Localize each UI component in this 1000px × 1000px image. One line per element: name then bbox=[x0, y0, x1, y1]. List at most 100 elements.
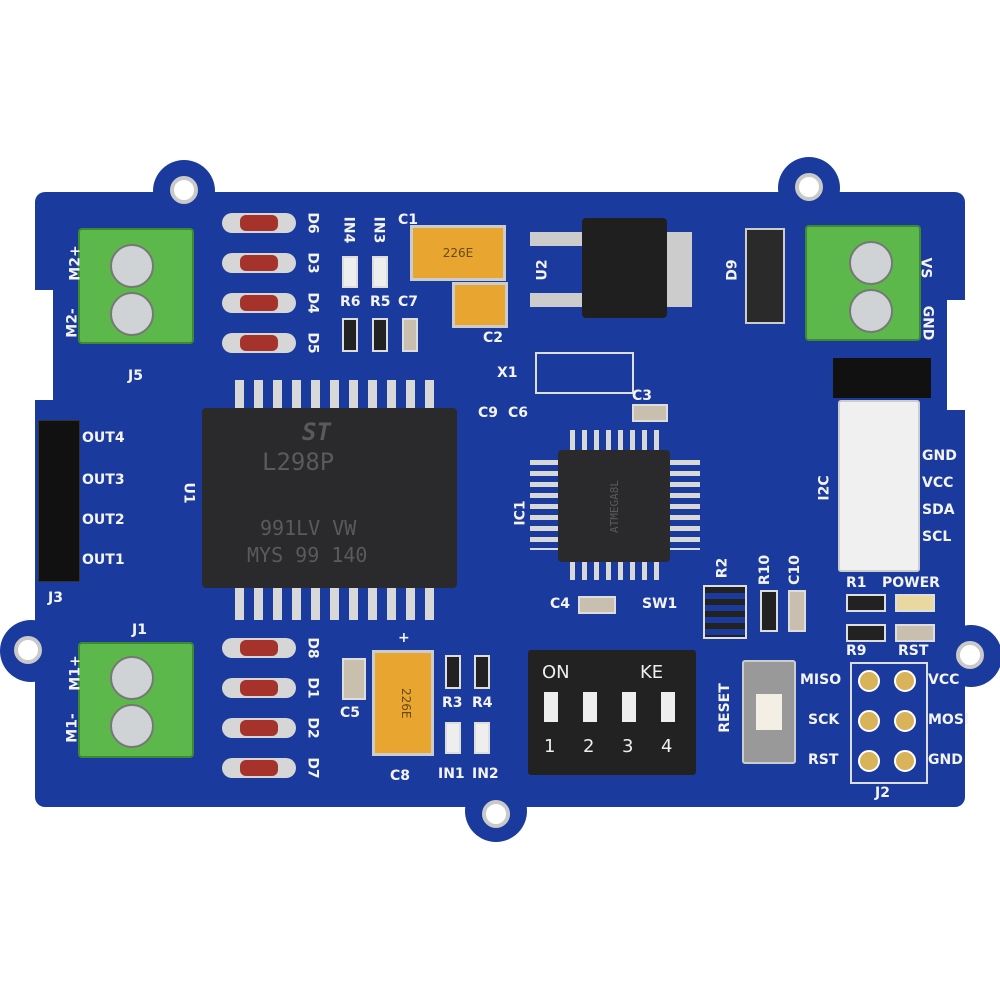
label-d3: D3 bbox=[304, 252, 321, 274]
label-i2c-gnd: GND bbox=[922, 448, 957, 464]
label-i2c-sda: SDA bbox=[922, 502, 955, 518]
label-out3: OUT3 bbox=[82, 472, 125, 488]
resistor-r10 bbox=[760, 590, 778, 632]
mounting-hole bbox=[14, 636, 42, 664]
label-vcc: VCC bbox=[928, 672, 960, 688]
led-in3 bbox=[372, 256, 388, 288]
i2c-connector[interactable] bbox=[838, 400, 920, 572]
st-logo: ST bbox=[302, 418, 331, 446]
resistor-r3 bbox=[445, 655, 461, 689]
label-c1: C1 bbox=[398, 212, 419, 228]
dip-number: 3 bbox=[622, 736, 634, 757]
label-i2c-scl: SCL bbox=[922, 529, 952, 545]
header-j2[interactable] bbox=[850, 662, 928, 784]
jumper[interactable] bbox=[833, 358, 931, 398]
label-c10: C10 bbox=[786, 555, 803, 585]
screw-icon bbox=[110, 244, 154, 288]
label-r3: R3 bbox=[442, 695, 463, 711]
mcu-marking: ATMEGA8L bbox=[607, 480, 621, 533]
dip-number: 1 bbox=[544, 736, 556, 757]
label-d8: D8 bbox=[304, 637, 321, 659]
dip-toggle-4[interactable] bbox=[661, 692, 675, 722]
terminal-vs[interactable] bbox=[805, 225, 921, 341]
label-gnd: GND bbox=[919, 305, 936, 341]
label-miso: MISO bbox=[800, 672, 842, 688]
label-rst-isp: RST bbox=[808, 752, 839, 768]
dip-on-label: ON bbox=[542, 662, 570, 683]
screw-icon bbox=[849, 241, 893, 285]
chip-marking-1: 991LV VW bbox=[260, 516, 357, 540]
label-mosi: MOSI bbox=[928, 712, 970, 728]
capacitor-c10 bbox=[788, 590, 806, 632]
label-d5: D5 bbox=[304, 332, 321, 354]
dip-toggle-1[interactable] bbox=[544, 692, 558, 722]
board-notch bbox=[35, 290, 53, 400]
label-u2: U2 bbox=[534, 259, 551, 281]
label-in3: IN3 bbox=[370, 216, 387, 244]
label-c9: C9 bbox=[478, 405, 499, 421]
mounting-hole bbox=[795, 173, 823, 201]
reset-button[interactable] bbox=[742, 660, 796, 764]
capacitor-c4 bbox=[578, 596, 616, 614]
dip-ke-label: KE bbox=[640, 662, 664, 683]
dip-toggle-2[interactable] bbox=[583, 692, 597, 722]
diode bbox=[222, 758, 296, 778]
label-c4: C4 bbox=[550, 596, 571, 612]
label-d4: D4 bbox=[304, 292, 321, 314]
label-c8: C8 bbox=[390, 768, 411, 784]
label-j3: J3 bbox=[48, 590, 63, 606]
label-gnd-isp: GND bbox=[928, 752, 963, 768]
label-in1: IN1 bbox=[438, 766, 465, 782]
label-rst: RST bbox=[898, 643, 929, 659]
screw-icon bbox=[110, 656, 154, 700]
label-d9: D9 bbox=[724, 259, 741, 281]
dip-number: 2 bbox=[583, 736, 595, 757]
label-in4: IN4 bbox=[340, 216, 357, 244]
label-power: POWER bbox=[882, 575, 940, 591]
diode-d9 bbox=[745, 228, 785, 324]
capacitor-c3 bbox=[632, 404, 668, 422]
dip-number: 4 bbox=[661, 736, 673, 757]
mounting-hole bbox=[482, 800, 510, 828]
label-m1plus: M1+ bbox=[67, 655, 84, 691]
label-d7: D7 bbox=[304, 757, 321, 779]
label-d1: D1 bbox=[304, 677, 321, 699]
label-out2: OUT2 bbox=[82, 512, 125, 528]
label-u1: U1 bbox=[180, 482, 197, 504]
led-in4 bbox=[342, 256, 358, 288]
regulator-pin bbox=[530, 293, 582, 307]
label-r6: R6 bbox=[340, 294, 361, 310]
diode bbox=[222, 638, 296, 658]
diode bbox=[222, 333, 296, 353]
label-ic1: IC1 bbox=[512, 500, 529, 526]
header-j3[interactable] bbox=[38, 420, 80, 582]
diode bbox=[222, 213, 296, 233]
terminal-j5[interactable] bbox=[78, 228, 194, 344]
capacitor-c8: 226E bbox=[372, 650, 434, 756]
resistor-r4 bbox=[474, 655, 490, 689]
regulator-tab bbox=[667, 232, 692, 307]
capacitor-c1: 226E bbox=[410, 225, 506, 281]
label-plus: + bbox=[398, 630, 410, 646]
screw-icon bbox=[110, 704, 154, 748]
screw-icon bbox=[849, 289, 893, 333]
microcontroller: ATMEGA8L bbox=[558, 450, 670, 562]
led-in2 bbox=[474, 722, 490, 754]
chip-part-number: L298P bbox=[262, 448, 335, 476]
capacitor-c5 bbox=[342, 658, 366, 700]
dip-switch[interactable]: ON KE 1 2 3 4 bbox=[528, 650, 696, 775]
dip-toggle-3[interactable] bbox=[622, 692, 636, 722]
label-vs: VS bbox=[917, 257, 934, 279]
label-m2minus: M2- bbox=[64, 308, 81, 338]
label-m1minus: M1- bbox=[64, 713, 81, 743]
resistor-array-r2 bbox=[703, 585, 747, 639]
label-r10: R10 bbox=[757, 554, 774, 586]
resistor-r6 bbox=[342, 318, 358, 352]
resistor-r5 bbox=[372, 318, 388, 352]
terminal-j1[interactable] bbox=[78, 642, 194, 758]
capacitor-c7 bbox=[402, 318, 418, 352]
regulator-pin bbox=[530, 232, 582, 246]
label-out4: OUT4 bbox=[82, 430, 125, 446]
diode bbox=[222, 678, 296, 698]
label-j5: J5 bbox=[128, 368, 143, 384]
